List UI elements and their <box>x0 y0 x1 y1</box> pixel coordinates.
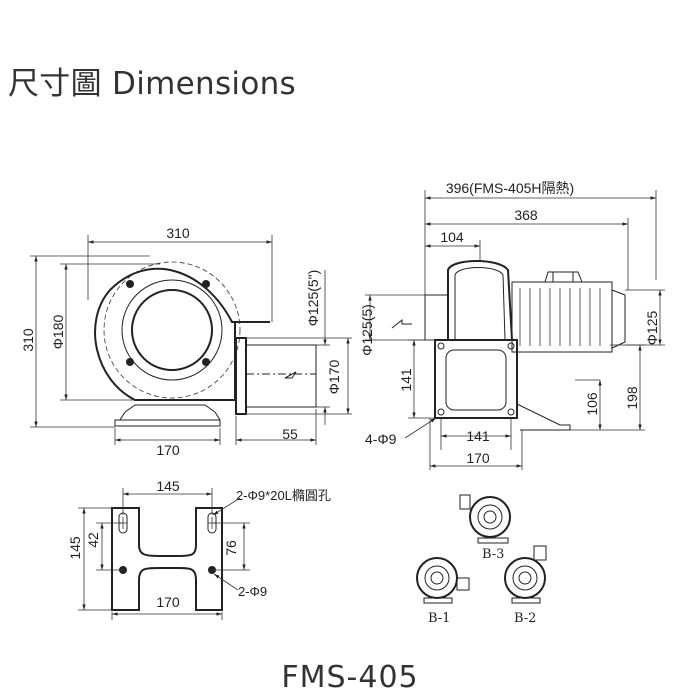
label-slot: 2-Φ9*20L橢圓孔 <box>236 488 331 503</box>
front-inlet-ring <box>121 279 223 381</box>
side-motor <box>511 281 613 353</box>
orientation-label-b3: B-3 <box>482 547 504 562</box>
dim-motor-offset: 104 <box>440 229 464 245</box>
front-outlet-duct <box>245 344 317 408</box>
side-housing <box>447 260 513 341</box>
dim-flange-h: 141 <box>398 368 414 392</box>
side-inlet <box>424 294 449 341</box>
dim-base-width: 170 <box>156 442 180 458</box>
front-base <box>124 404 216 413</box>
side-airflow-arrow <box>391 318 412 329</box>
side-outlet-flange <box>434 339 518 419</box>
front-bolt <box>126 358 134 366</box>
front-bolt <box>126 280 134 288</box>
dim-body-len: 368 <box>514 207 538 223</box>
dim-inner-dia: Φ180 <box>50 315 66 350</box>
label-holes: 4-Φ9 <box>365 431 397 447</box>
orientation-b3: B-3 <box>459 494 511 562</box>
front-bolt <box>202 358 210 366</box>
front-bolt <box>202 280 210 288</box>
dim-inlet-dia: Φ125(5) <box>359 304 375 356</box>
dim-outlet-dia: Φ125(5") <box>305 270 321 327</box>
dim-total-h: 198 <box>624 386 640 410</box>
dim-plate-offset: 42 <box>85 532 101 548</box>
side-view: 396(FMS-405H隔熱) 368 104 Φ125(5) 141 Φ125… <box>359 180 665 470</box>
dim-plate-top: 145 <box>156 478 180 494</box>
dim-motor-dia: Φ125 <box>644 311 660 346</box>
motor-endcap <box>611 289 626 349</box>
model-name: FMS-405 <box>281 660 419 695</box>
dim-plate-bottom: 170 <box>156 594 180 610</box>
dim-front-height: 310 <box>20 328 36 352</box>
dim-plate-h: 145 <box>67 536 83 560</box>
dim-side-base: 170 <box>466 450 490 466</box>
side-base <box>516 403 571 431</box>
motor-terminal-box <box>544 271 583 283</box>
orientation-b2: B-2 <box>504 545 547 626</box>
front-view: 310 310 Φ180 Φ125(5") Φ170 170 55 <box>20 225 352 458</box>
orientation-label-b1: B-1 <box>428 611 450 626</box>
front-inlet <box>131 289 213 371</box>
base-plate-outline <box>111 507 223 611</box>
base-plate-view: 145 2-Φ9*20L橢圓孔 145 42 76 2-Φ9 170 <box>67 478 331 620</box>
front-housing <box>94 267 270 401</box>
dim-outlet-len: 55 <box>282 426 298 442</box>
orientation-b1: B-1 <box>416 557 470 626</box>
dim-total-len: 396(FMS-405H隔熱) <box>446 180 574 196</box>
dim-flange: Φ170 <box>326 360 342 395</box>
dim-slot-span: 76 <box>223 540 239 556</box>
orientation-label-b2: B-2 <box>514 611 536 626</box>
airflow-arrow <box>284 371 297 379</box>
page-title: 尺寸圖 Dimensions <box>8 66 296 102</box>
dim-flange-w: 141 <box>466 428 490 444</box>
dim-front-width: 310 <box>166 225 190 241</box>
dim-outlet-h: 106 <box>584 392 600 416</box>
front-dashed-circle <box>103 261 241 399</box>
label-holes-2: 2-Φ9 <box>238 584 267 599</box>
